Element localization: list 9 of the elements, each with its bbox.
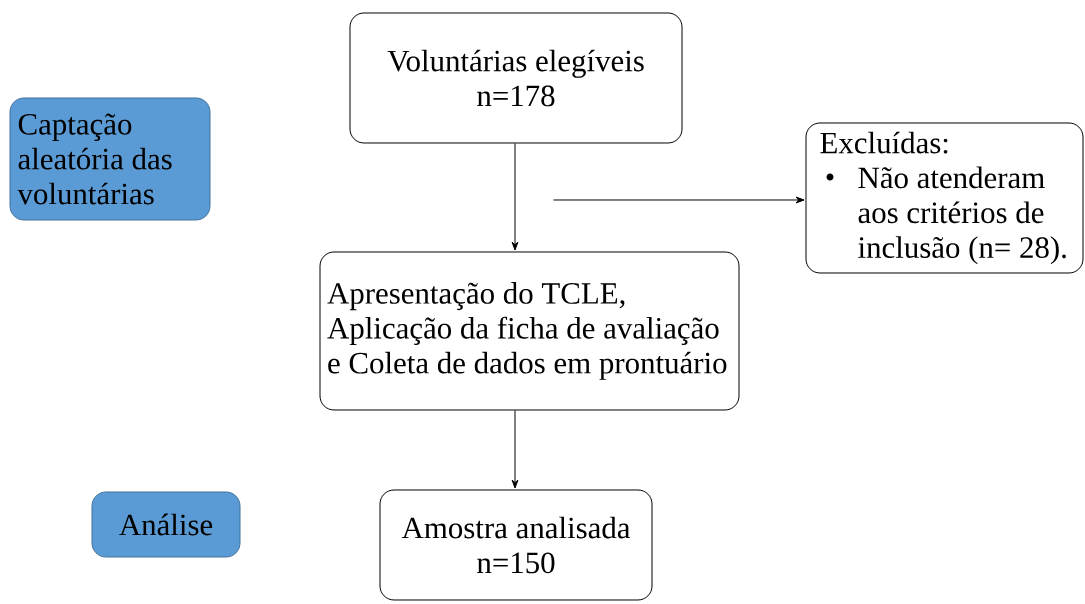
process-box: Voluntárias elegíveis n=178 [349,12,683,144]
process-box: Excluídas: Não atenderam aos critérios de inclusão (n= 28). [805,122,1084,274]
stage-label-box: Análise [91,491,241,558]
arrow [553,196,805,204]
process-box: Apresentação do TCLE, Aplicação da ficha de avaliação e Coleta de dados em prontuário [319,251,740,411]
stage-label-box: Captação aleatória das voluntárias [9,97,211,221]
arrow [511,143,519,251]
arrow [511,410,519,489]
process-box: Amostra analisada n=150 [379,489,653,601]
